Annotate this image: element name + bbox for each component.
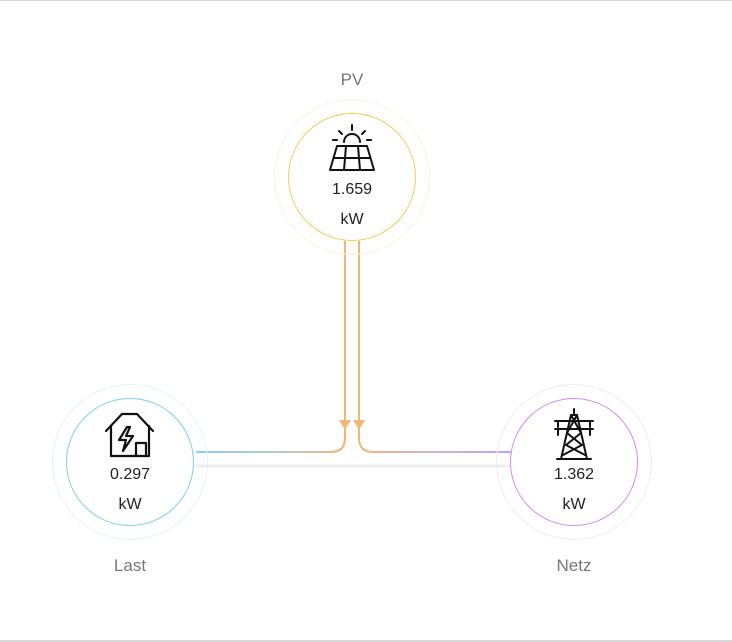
netz-value: 1.362 [553,466,595,483]
netz-node-halo [496,384,652,540]
flow-line-pv-last [196,241,346,453]
last-node-ring: 0.297 kW [66,398,194,526]
power-tower-icon [554,408,594,460]
pv-node-ring: 1.659 kW [288,113,416,241]
netz-node-ring: 1.362 kW [510,398,638,526]
pv-node[interactable]: 1.659 kW [274,99,430,255]
house-lightning-icon [104,412,155,458]
pv-node-halo [274,99,430,255]
flow-line-pv-netz [358,241,512,453]
last-value: 0.297 [109,466,151,483]
last-unit: kW [118,496,142,513]
netz-node[interactable]: 1.362 kW [496,384,652,540]
netz-label: Netz [556,556,592,575]
flow-arrow-left [339,420,351,430]
pv-value: 1.659 [331,181,373,198]
flow-arrow-right [353,420,365,430]
last-node[interactable]: 0.297 kW [52,384,208,540]
flow-line-last [196,437,346,453]
netz-unit: kW [562,496,586,513]
last-node-halo [52,384,208,540]
last-label: Last [113,556,147,575]
pv-label: PV [340,70,364,89]
solar-panel-icon [329,124,375,171]
pv-unit: kW [340,211,364,228]
